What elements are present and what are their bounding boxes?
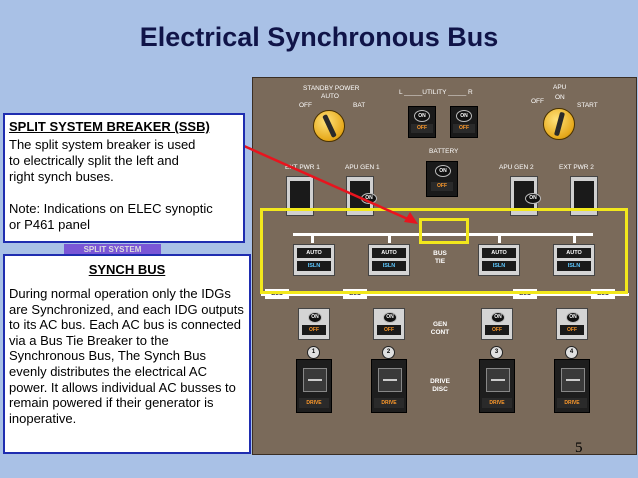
synch-bus-highlight xyxy=(260,208,628,294)
gen-cont-label: GEN CONT xyxy=(430,321,450,336)
synch-bus-tap-2 xyxy=(388,233,391,243)
ac-bus-line xyxy=(261,293,629,296)
standby-power-selector[interactable] xyxy=(313,110,345,142)
apu-gen-2-on-light: ON xyxy=(525,193,541,204)
apu-label: APU xyxy=(553,84,567,91)
synch-heading: SYNCH BUS xyxy=(88,262,166,277)
apu-selector[interactable] xyxy=(543,108,575,140)
synch-bus-line xyxy=(293,233,593,236)
ext-pwr-2-switch[interactable] xyxy=(570,176,598,216)
gen-number-1: 1 xyxy=(307,346,320,359)
bus-tie-relay-4[interactable]: AUTO ISLN xyxy=(553,244,595,276)
drive-2-light: DRIVE xyxy=(374,398,404,408)
electrical-panel: STANDBY POWER AUTO OFF BAT L _____UTILIT… xyxy=(252,77,637,455)
utility-label: L _____UTILITY _____ R xyxy=(399,89,473,96)
gen-cont-3-off-light: OFF xyxy=(485,325,509,335)
gen-cont-1-off-light: OFF xyxy=(302,325,326,335)
bus-tie-2-isln-light: ISLN xyxy=(372,261,406,271)
bus-tie-2-auto-light: AUTO xyxy=(372,248,406,258)
page-number: 5 xyxy=(575,440,583,456)
bus-tie-relay-1[interactable]: AUTO ISLN xyxy=(293,244,335,276)
gen-cont-3-on-light: ON xyxy=(491,312,505,323)
gen-number-3: 3 xyxy=(490,346,503,359)
bus-tie-4-auto-light: AUTO xyxy=(557,248,591,258)
synch-bus-tap-3 xyxy=(498,233,501,243)
battery-switch[interactable]: ON OFF xyxy=(426,161,458,197)
bus-tie-label: BUS TIE xyxy=(433,250,447,265)
ac-bus-4-label: BUS xyxy=(591,289,615,299)
bus-tie-1-isln-light: ISLN xyxy=(297,261,331,271)
synch-body: During normal operation only the IDGs ar… xyxy=(9,286,244,426)
drive-disc-label: DRIVE DISC xyxy=(430,378,450,393)
standby-power-label: STANDBY POWER xyxy=(303,85,360,92)
apu-off-label: OFF xyxy=(531,98,544,105)
bus-tie-1-auto-light: AUTO xyxy=(297,248,331,258)
drive-4-light: DRIVE xyxy=(557,398,587,408)
ac-bus-2-label: BUS xyxy=(343,289,367,299)
gen-cont-4-on-light: ON xyxy=(566,312,580,323)
drive-disc-1-switch[interactable]: DRIVE xyxy=(296,359,332,413)
drive-disc-2-switch[interactable]: DRIVE xyxy=(371,359,407,413)
synch-bus-callout: SYNCH BUS During normal operation only t… xyxy=(3,254,251,454)
apu-start-label: START xyxy=(577,102,598,109)
bus-tie-3-isln-light: ISLN xyxy=(482,261,516,271)
gen-cont-4-switch[interactable]: ON OFF xyxy=(556,308,588,340)
apu-gen-1-label: APU GEN 1 xyxy=(345,164,380,171)
ac-bus-1-label: BUS xyxy=(265,289,289,299)
ac-bus-3-label: BUS xyxy=(513,289,537,299)
synch-bus-tap-1 xyxy=(311,233,314,243)
standby-auto-label: AUTO xyxy=(321,93,339,100)
utility-right-off-light: OFF xyxy=(453,124,475,133)
battery-label: BATTERY xyxy=(429,148,459,155)
standby-off-label: OFF xyxy=(299,102,312,109)
utility-left-off-light: OFF xyxy=(411,124,433,133)
gen-cont-1-on-light: ON xyxy=(308,312,322,323)
gen-cont-2-on-light: ON xyxy=(383,312,397,323)
utility-left-switch[interactable]: ON OFF xyxy=(408,106,436,138)
bus-tie-4-isln-light: ISLN xyxy=(557,261,591,271)
apu-gen-2-label: APU GEN 2 xyxy=(499,164,534,171)
battery-off-light: OFF xyxy=(431,182,453,191)
bus-tie-relay-2[interactable]: AUTO ISLN xyxy=(368,244,410,276)
gen-cont-4-off-light: OFF xyxy=(560,325,584,335)
ssb-body: The split system breaker is used to elec… xyxy=(9,137,213,232)
gen-number-2: 2 xyxy=(382,346,395,359)
drive-disc-4-switch[interactable]: DRIVE xyxy=(554,359,590,413)
utility-right-switch[interactable]: ON OFF xyxy=(450,106,478,138)
gen-cont-1-switch[interactable]: ON OFF xyxy=(298,308,330,340)
gen-cont-2-off-light: OFF xyxy=(377,325,401,335)
bus-tie-relay-3[interactable]: AUTO ISLN xyxy=(478,244,520,276)
ssb-callout: SPLIT SYSTEM BREAKER (SSB) The split sys… xyxy=(3,113,245,243)
ext-pwr-1-label: EXT PWR 1 xyxy=(285,164,320,171)
battery-on-light: ON xyxy=(435,165,451,177)
ext-pwr-2-label: EXT PWR 2 xyxy=(559,164,594,171)
bus-tie-3-auto-light: AUTO xyxy=(482,248,516,258)
synch-bus-tap-4 xyxy=(573,233,576,243)
standby-bat-label: BAT xyxy=(353,102,366,109)
drive-3-light: DRIVE xyxy=(482,398,512,408)
gen-cont-3-switch[interactable]: ON OFF xyxy=(481,308,513,340)
utility-left-on-light: ON xyxy=(414,110,430,122)
gen-number-4: 4 xyxy=(565,346,578,359)
apu-on-label: ON xyxy=(555,94,565,101)
ssb-heading: SPLIT SYSTEM BREAKER (SSB) xyxy=(9,119,210,134)
drive-1-light: DRIVE xyxy=(299,398,329,408)
drive-disc-3-switch[interactable]: DRIVE xyxy=(479,359,515,413)
ssb-highlight xyxy=(419,218,469,244)
slide-title: Electrical Synchronous Bus xyxy=(139,22,499,52)
gen-cont-2-switch[interactable]: ON OFF xyxy=(373,308,405,340)
utility-right-on-light: ON xyxy=(456,110,472,122)
